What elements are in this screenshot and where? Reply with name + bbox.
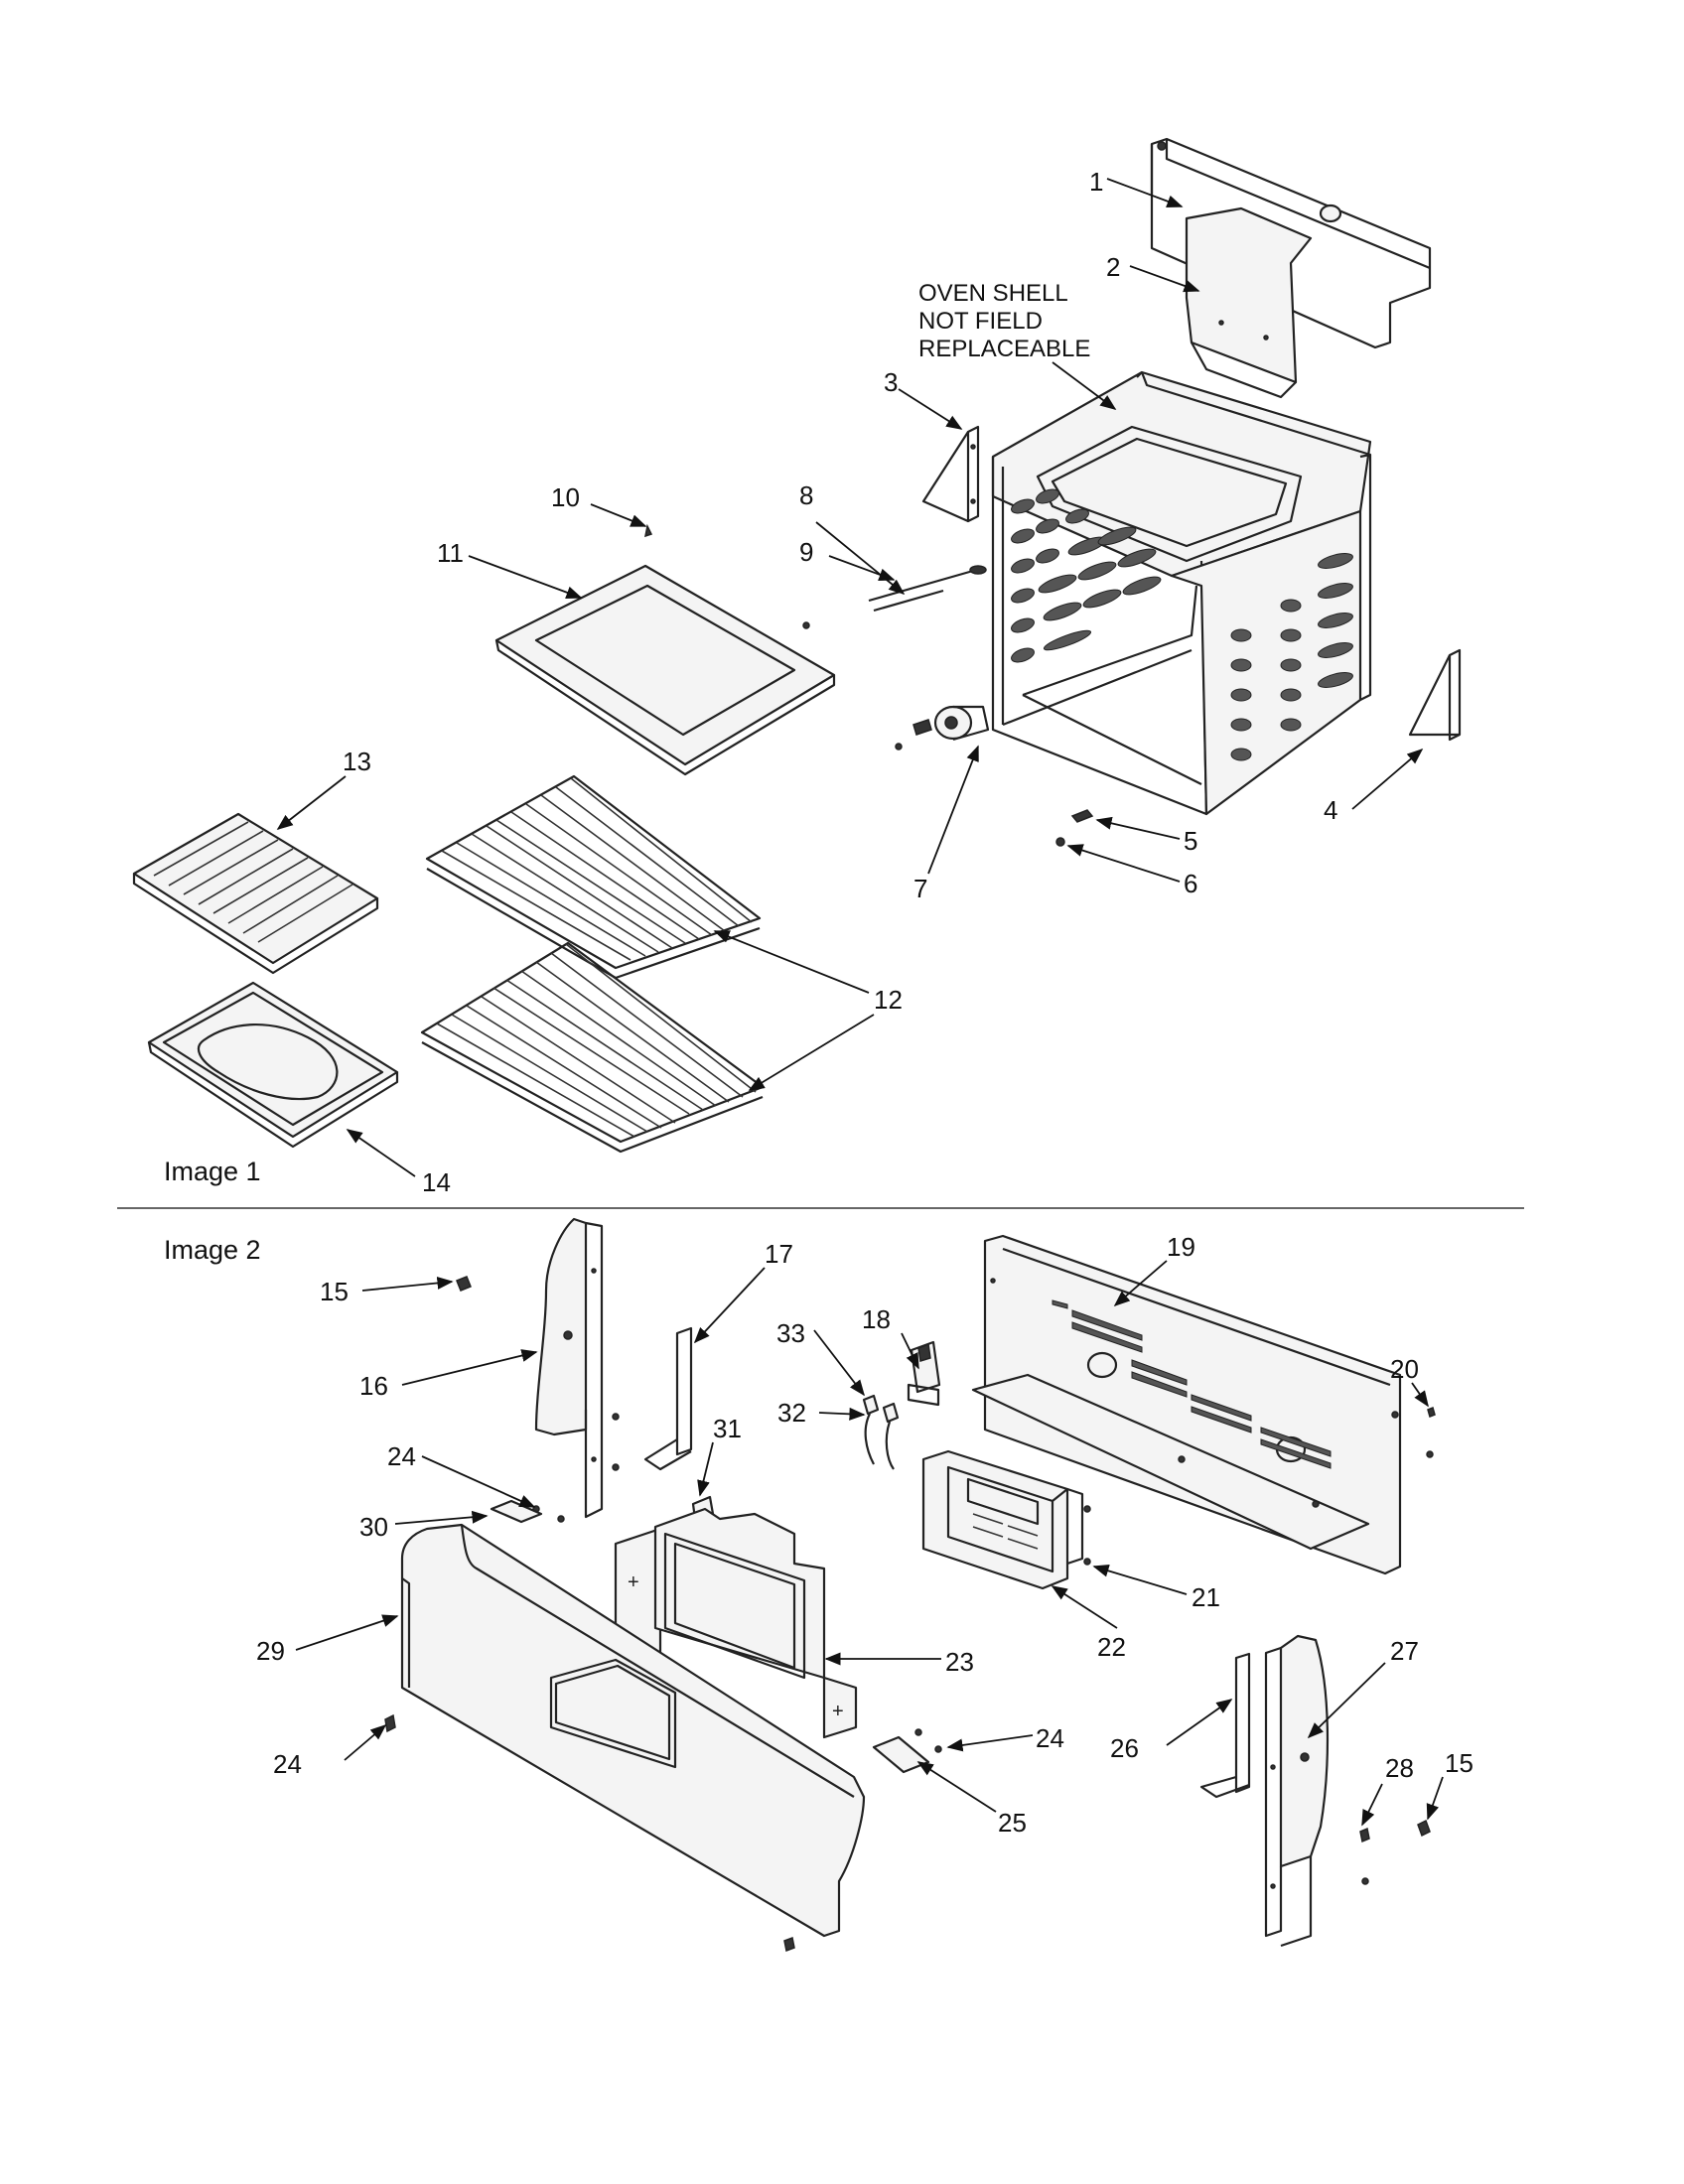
- callout-23: 23: [945, 1647, 974, 1677]
- part-16-left-side-trim: [534, 1217, 620, 1519]
- part-26-bracket: [1199, 1652, 1251, 1799]
- svg-text:+: +: [628, 1571, 639, 1593]
- callout-12: 12: [874, 985, 903, 1015]
- part-10-screw: [644, 523, 653, 538]
- callout-5: 5: [1184, 826, 1197, 856]
- part-11-bottom-panel: [494, 564, 836, 776]
- part-4-side-bracket: [1408, 648, 1462, 742]
- part-12-oven-rack-lower: [420, 941, 765, 1154]
- part-32-33-wire-terminals: [862, 1394, 900, 1470]
- callout-33: 33: [776, 1318, 805, 1348]
- callout-25: 25: [998, 1808, 1027, 1838]
- callout-28: 28: [1385, 1753, 1414, 1783]
- oven-shell-note-line2: NOT FIELD: [918, 308, 1043, 335]
- part-15-screw-left: [456, 1276, 472, 1292]
- caption-image-2: Image 2: [164, 1235, 261, 1265]
- part-17-bracket: [643, 1326, 693, 1471]
- callout-31: 31: [713, 1414, 742, 1443]
- callout-27: 27: [1390, 1636, 1419, 1666]
- part-23-mounting-bracket: + +: [614, 1507, 858, 1739]
- image2-leader-lines: [295, 1260, 1444, 1827]
- part-30-clip: [490, 1499, 543, 1524]
- part-6-screw: [1055, 837, 1065, 847]
- callout-18: 18: [862, 1304, 891, 1334]
- callout-24-right: 24: [1036, 1723, 1064, 1753]
- callout-21: 21: [1192, 1582, 1220, 1612]
- part-5-clip: [1070, 809, 1094, 823]
- callout-20: 20: [1390, 1354, 1419, 1384]
- callout-29: 29: [256, 1636, 285, 1666]
- part-3-side-bracket: [921, 425, 980, 523]
- callout-11: 11: [437, 538, 464, 568]
- part-24-screws: [384, 1505, 942, 1953]
- callout-6: 6: [1184, 869, 1197, 898]
- oven-shell-note-line1: OVEN SHELL: [918, 280, 1068, 307]
- callout-10: 10: [551, 482, 580, 512]
- callout-32: 32: [777, 1398, 806, 1428]
- part-27-right-side-trim: [1264, 1634, 1369, 1948]
- callout-9: 9: [799, 537, 813, 567]
- callout-15-right: 15: [1445, 1748, 1474, 1778]
- part-14-broiler-pan: [147, 981, 399, 1149]
- part-2-deflector-plate: [1185, 206, 1313, 399]
- svg-text:+: +: [832, 1701, 844, 1722]
- callout-1: 1: [1089, 167, 1103, 197]
- callout-7: 7: [913, 874, 927, 903]
- part-15-screw-right: [1417, 1819, 1431, 1838]
- part-19-control-panel-back: [971, 1234, 1402, 1575]
- part-29-front-control-panel: [400, 1523, 866, 1938]
- image1-leader-lines: [276, 178, 1424, 1177]
- part-28-screw: [1359, 1827, 1370, 1843]
- callout-30: 30: [359, 1512, 388, 1542]
- part-12-oven-rack-upper: [425, 774, 762, 980]
- callout-13: 13: [343, 747, 371, 776]
- part-21-screw: [1083, 1558, 1091, 1566]
- part-25-bracket: [872, 1735, 930, 1774]
- callout-22: 22: [1097, 1632, 1126, 1662]
- callout-26: 26: [1110, 1733, 1139, 1763]
- part-20-screw: [1426, 1406, 1436, 1458]
- part-18-switch: [907, 1340, 941, 1407]
- callout-3: 3: [884, 367, 898, 397]
- oven-shell-note-line3: REPLACEABLE: [918, 336, 1090, 362]
- callout-2: 2: [1106, 252, 1120, 282]
- oven-shell-left-vents: [1011, 488, 1162, 663]
- callout-14: 14: [422, 1167, 451, 1197]
- callout-4: 4: [1324, 795, 1337, 825]
- callout-8: 8: [799, 480, 813, 510]
- callout-24-left: 24: [273, 1749, 302, 1779]
- callout-17: 17: [765, 1239, 793, 1269]
- callout-19: 19: [1167, 1232, 1195, 1262]
- oven-shell: [991, 370, 1372, 816]
- callout-16: 16: [359, 1371, 388, 1401]
- callout-24-top: 24: [387, 1441, 416, 1471]
- part-8-9-wire: [868, 565, 987, 613]
- part-22-electronic-control: [921, 1449, 1091, 1590]
- caption-image-1: Image 1: [164, 1157, 261, 1186]
- part-13-broiler-grid: [132, 812, 379, 975]
- oven-shell-right-vents: [1230, 553, 1353, 761]
- callout-15-left: 15: [320, 1277, 349, 1306]
- part-7-sensor: [895, 705, 990, 751]
